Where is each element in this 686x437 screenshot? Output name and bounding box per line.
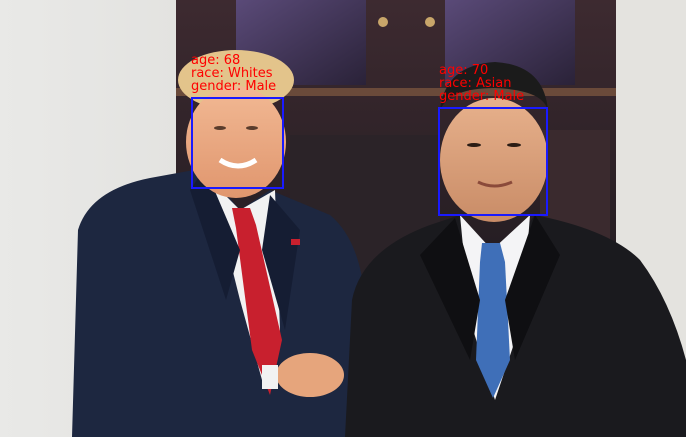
race-label: race: Whites	[191, 66, 273, 81]
handshake	[276, 353, 344, 397]
left-person-lapel	[262, 195, 300, 330]
cabinet-shelf	[176, 88, 616, 96]
left-person-eye	[246, 126, 258, 130]
right-person-hair	[440, 62, 548, 112]
face-detection-labels: age: 68 race: Whites gender: Male	[191, 54, 276, 93]
left-person-eye	[214, 126, 226, 130]
right-person-eye	[507, 143, 521, 147]
left-person-smile	[218, 157, 258, 169]
right-person-lapel	[420, 218, 480, 360]
gender-label: gender: Male	[439, 89, 525, 104]
cabinet-knob	[425, 17, 435, 27]
left-person-cuff	[262, 365, 278, 389]
right-person-lapel	[505, 215, 560, 360]
age-label: age: 68	[191, 53, 241, 68]
face-detection-box	[438, 107, 548, 216]
age-label: age: 70	[439, 63, 489, 78]
right-person-face	[440, 98, 548, 222]
face-detection-labels: age: 70 race: Asian gender: Male	[439, 64, 524, 103]
face-detection-box	[191, 97, 284, 189]
cabinet-knob	[378, 17, 388, 27]
flag-pin	[291, 239, 300, 245]
gender-label: gender: Male	[191, 79, 277, 94]
right-person-tie	[476, 243, 510, 398]
race-label: race: Asian	[439, 76, 512, 91]
right-person-mouth	[477, 180, 513, 188]
left-person-lapel	[190, 168, 240, 300]
left-person-hair	[178, 50, 294, 110]
left-person-face	[186, 86, 286, 198]
left-person-tie	[232, 208, 282, 395]
right-person-eye	[467, 143, 481, 147]
